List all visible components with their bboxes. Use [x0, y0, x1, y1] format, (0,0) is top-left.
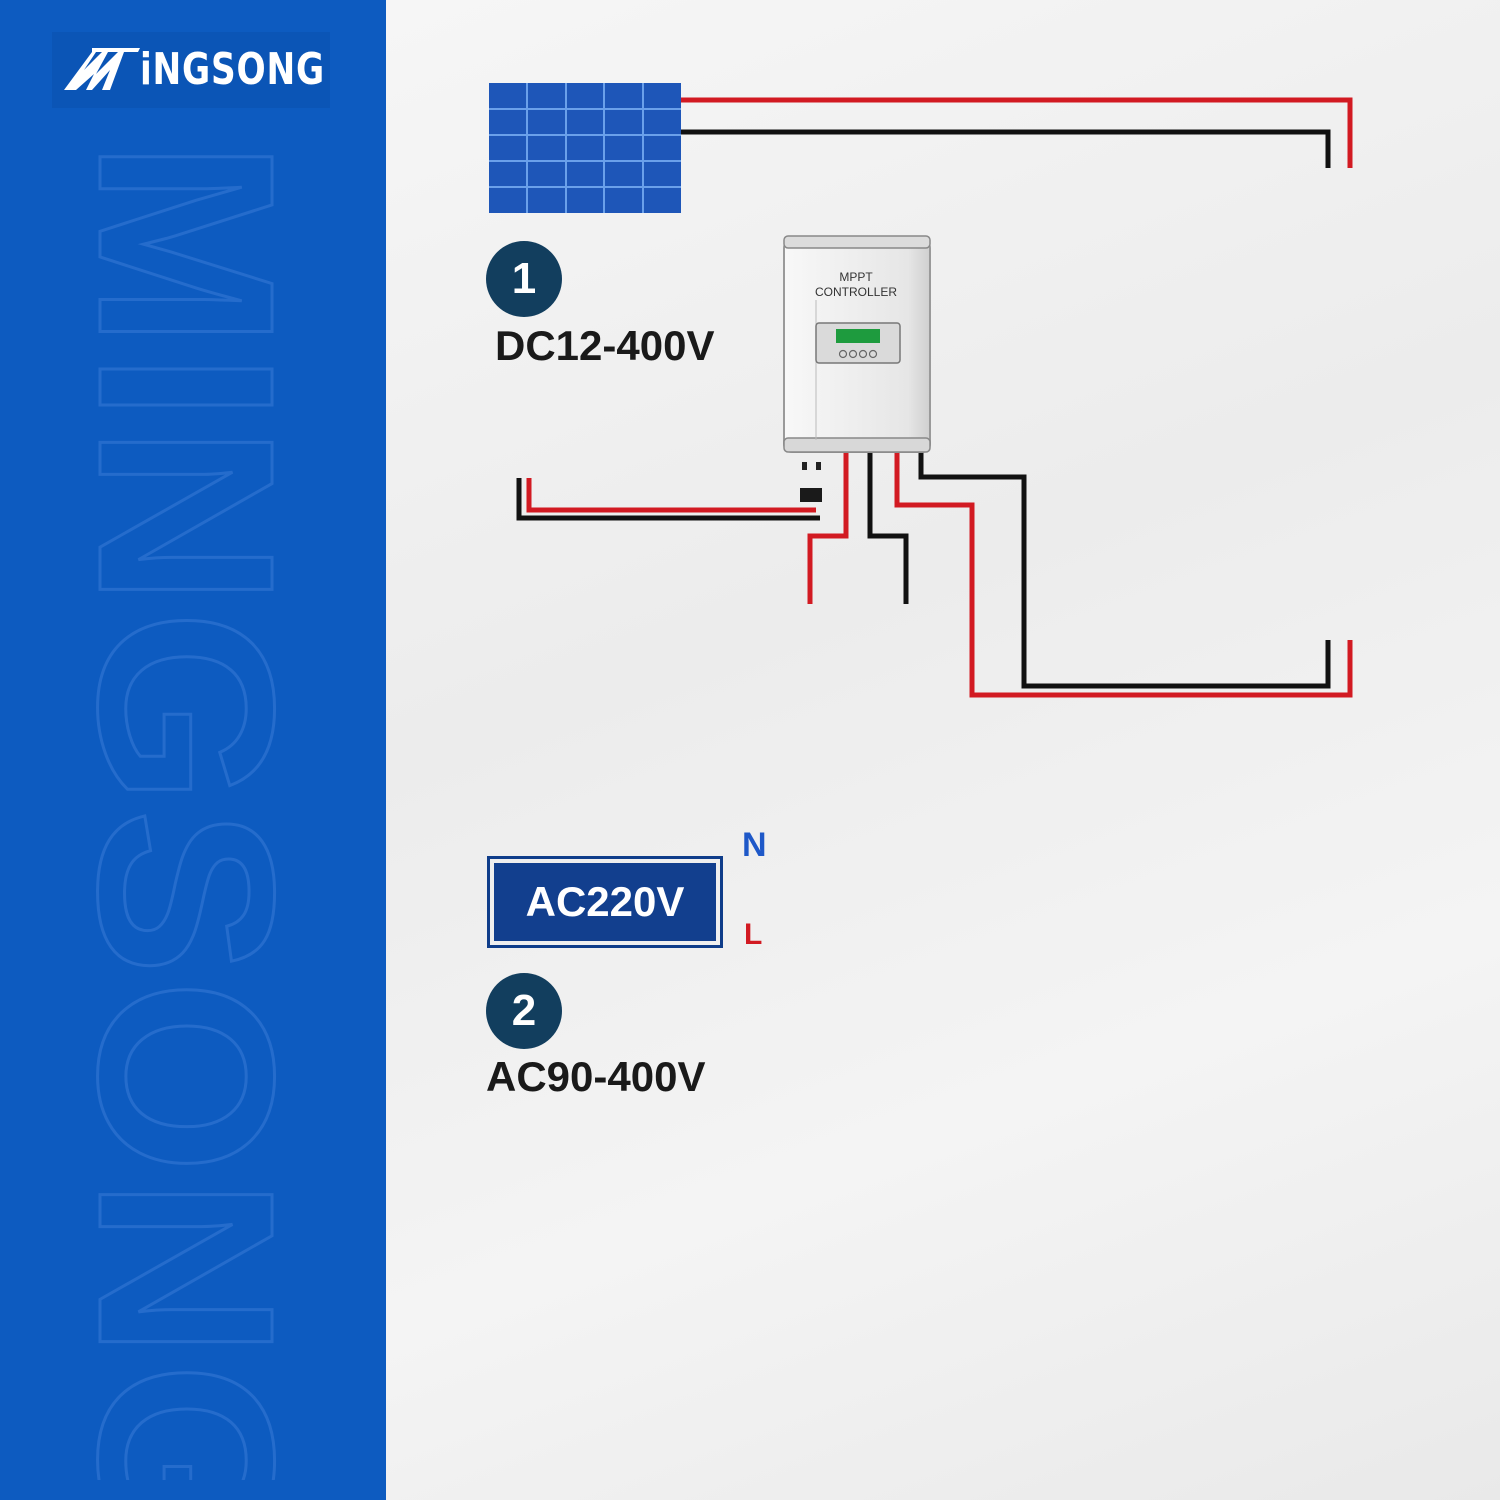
dc-wiring [516, 97, 1353, 698]
brand-logo-icon [64, 48, 140, 90]
neutral-label: N [742, 826, 767, 864]
brand-watermark: MINGSONG [70, 139, 320, 1481]
panel-negative-wire [680, 129, 1331, 168]
breaker-out-positive-wire [894, 452, 1353, 698]
breaker-out-negative-wire [918, 452, 1331, 689]
step-badge-2: 2 [486, 973, 562, 1049]
load-negative-wire [516, 478, 820, 521]
brand-name: iNGSONG [140, 44, 325, 95]
diagram-canvas [386, 0, 1500, 1500]
step-badge-1: 1 [486, 241, 562, 317]
watermark-text: MINGSONG [70, 140, 320, 1480]
battery-negative-wire [867, 452, 909, 604]
mppt-controller-icon [783, 235, 931, 502]
solar-panel-icon [489, 83, 681, 213]
panel-positive-wire [680, 97, 1353, 168]
dc-voltage-label: DC12-400V [495, 322, 715, 369]
brand-sidebar: iNGSONG MINGSONG [0, 0, 386, 1500]
ac-source-box: AC220V [487, 856, 723, 948]
live-label: L [744, 918, 763, 951]
ac-voltage-label: AC90-400V [486, 1053, 706, 1100]
battery-positive-wire [807, 452, 849, 604]
brand-logo-area [52, 32, 330, 108]
load-positive-wire [526, 478, 816, 513]
controller-label: MPPT CONTROLLER [814, 270, 897, 299]
ac-source-label: AC220V [494, 863, 716, 941]
